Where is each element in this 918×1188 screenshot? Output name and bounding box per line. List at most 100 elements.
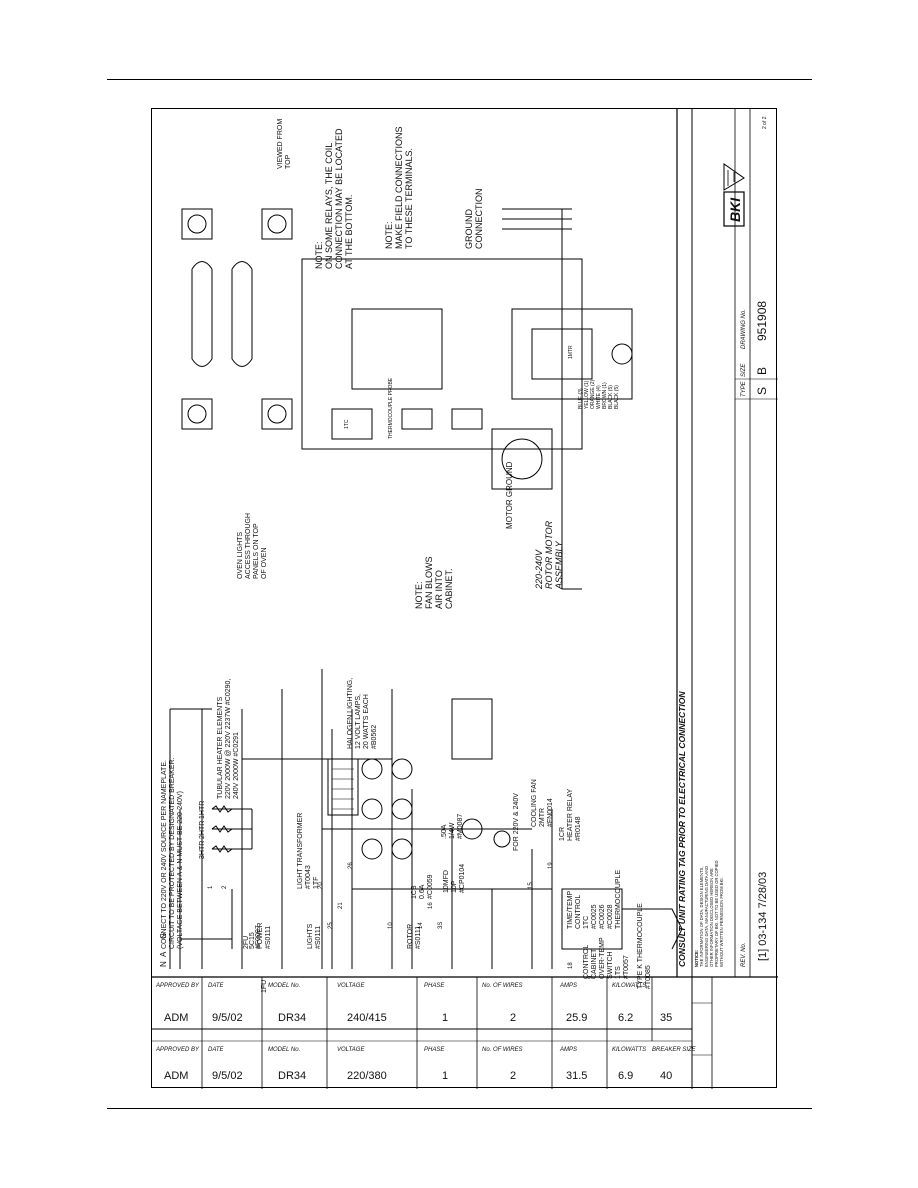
th-phase-2: PHASE [424,1047,445,1053]
label-lights: LIGHTS [307,923,314,949]
oven-lights-3: PANELS ON TOP [253,523,260,579]
label-lt-part-1: #T0043 [305,865,312,889]
wiring-diagram: APPROVED BY DATE MODEL No. VOLTAGE PHASE… [152,109,778,1089]
label-lt-part-2: 1TF [313,877,320,889]
r2-kw: 6.9 [618,1070,633,1082]
schematic [169,669,683,969]
label-fan-part: #M0087 [457,814,464,839]
layout-labels: OVEN LIGHTS ACCESS THROUGH PANELS ON TOP… [237,119,620,609]
th-breaker-2: BREAKER SIZE [652,1047,697,1053]
label-typek-2: #T0085 [645,965,652,989]
th-wires: No. OF WIRES [482,983,523,989]
wire-numbers: 1 2 20 21 26 25 10 18 14 16 9 15 3S 19 [208,862,594,979]
th-approved-2: APPROVED BY [155,1047,200,1053]
fan-note-2: FAN BLOWS [424,556,434,609]
wire-number: 26 [348,862,354,869]
component-layout [181,208,633,590]
halogen-note-2: 12 VOLT LAMPS, [355,694,362,749]
label-timer-5: #C0026 [599,904,606,929]
label-relay-2: HEATER RELAY [567,788,574,841]
heater-note-1: TUBULAR HEATER ELEMENTS [217,697,224,799]
spec-table: APPROVED BY DATE MODEL No. VOLTAGE PHASE… [155,983,697,1082]
th-date-2: DATE [208,1047,225,1053]
wire-number: 14 [418,922,424,929]
r1-approved: ADM [164,1012,188,1024]
fan-note-1: NOTE: [414,581,424,609]
heater-note-2: 220V 2000W @ 220V 2237W #C0290, [225,679,232,799]
label-2htr: 2HTR [199,821,206,839]
connect-note-1: CONNECT TO 220V OR 240V SOURCE PER NAMEP… [161,760,168,949]
r1-kw: 6.2 [618,1012,633,1024]
label-for-v: FOR 220V & 240V [513,793,520,851]
size-label: SIZE [741,363,747,377]
wire-blue: BLUE (3) [578,388,584,409]
wire-number: 9 [588,975,594,979]
wire-number: 1 [208,885,214,889]
r2-model: DR34 [278,1070,306,1082]
r1-model: DR34 [278,1012,306,1024]
halogen-note-4: #B0562 [371,725,378,749]
motor-ground: MOTOR GROUND [505,461,514,529]
relay-note-3: CONNECTION MAY BE LOCATED [334,128,344,269]
type-label: TYPE [741,380,747,397]
label-power-part: #S0111 [265,926,272,949]
th-kw: KILOWATTS [612,983,646,989]
title-block [152,109,778,1089]
th-voltage: VOLTAGE [337,983,365,989]
label-timer-3: 1TC [583,916,590,929]
label-cooling-2: 2MTR [539,808,546,827]
label-3htr: 3HTR [199,841,206,859]
notice-4: PROPRIETARY OF BKI. NOT TO BE USED OR CO… [714,860,719,967]
label-g: G [159,933,168,939]
schematic-sheet: APPROVED BY DATE MODEL No. VOLTAGE PHASE… [151,108,778,1089]
th-model-2: MODEL No. [268,1047,300,1053]
label-lights-part: #S0111 [315,926,322,949]
label-fuse-1: 1FU [261,980,268,993]
label-tc: 1TC [344,419,350,429]
r1-date: 9/5/02 [212,1012,243,1024]
label-n: N [159,961,168,967]
r1-amps: 25.9 [566,1012,587,1024]
label-light-transformer: LIGHT TRANSFORMER [297,813,304,889]
label-mtr: 1MTR [568,345,574,359]
label-ctrl-6: #T0057 [623,955,630,979]
halogen-note-3: 20 WATTS EACH [363,694,370,749]
relay-note-2: ON SOME RELAYS, THE COIL [324,143,334,269]
drawing-label: DRAWING No. [741,309,747,349]
th-voltage-2: VOLTAGE [337,1047,365,1053]
r2-approved: ADM [164,1070,188,1082]
label-cb-3: #C0059 [427,874,434,899]
viewed-1: VIEWED FROM [277,119,284,169]
rev-value: [1] 03-134 7/28/03 [757,872,769,961]
schematic-labels: CONNECT TO 220V OR 240V SOURCE PER NAMEP… [159,678,652,993]
r2-wires: 2 [510,1070,516,1082]
top-rule [107,79,812,80]
label-fan-rating: .50A [441,824,448,839]
label-fuse-2: 2FU [243,936,250,949]
label-cooling-1: COOLING FAN [531,779,538,827]
r1-voltage: 240/415 [347,1012,387,1024]
wire-number: 10 [388,922,394,929]
r2-amps: 31.5 [566,1070,587,1082]
label-ctrl-2: CABINET [591,948,598,979]
bki-logo: BKI [723,163,745,227]
th-wires-2: No. OF WIRES [482,1047,523,1053]
wire-black-2: BLACK (5) [614,385,620,409]
label-1htr: 1HTR [199,801,206,819]
wire-number: 15 [528,882,534,889]
wire-orange: ORANGE (2) [590,379,596,409]
field-note-3: TO THESE TERMINALS. [404,148,414,249]
label-fan-volts: 1/4W [449,822,456,839]
th-amps: AMPS [559,983,577,989]
notice-1: THE INFORMATION OF DATA, DESIGN ELEMENTS… [699,866,704,967]
label-ctrl-1: CONTROL [583,945,590,979]
connect-note-3: (VOLTAGE BETWEEN A & N MUST BE 220-240V) [177,791,184,949]
label-timer-2: CONTROL [575,895,582,929]
r2-breaker: 40 [660,1070,672,1082]
oven-lights-2: ACCESS THROUGH [245,513,252,579]
field-note-2: MAKE FIELD CONNECTIONS [394,126,404,249]
r1-wires: 2 [510,1012,516,1024]
rotor-note-3: ASSEMBLY [554,540,564,590]
r1-breaker: 35 [660,1012,672,1024]
wire-number: 21 [338,902,344,909]
